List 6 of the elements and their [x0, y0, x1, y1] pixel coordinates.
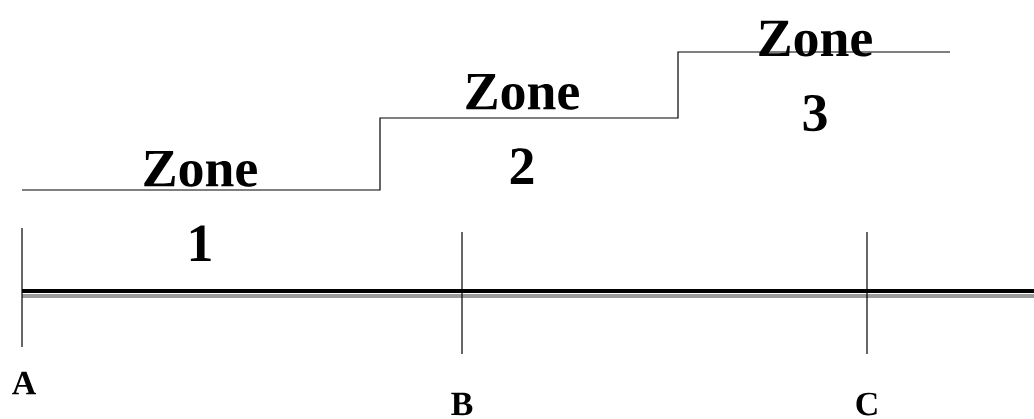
point-label: A	[12, 371, 36, 395]
zone-label: Zone 2	[466, 74, 579, 184]
zone-label: Zone 1	[144, 151, 257, 261]
point-label: C	[856, 392, 877, 416]
zone-label: Zone 3	[759, 20, 872, 132]
point-label: B	[451, 392, 473, 416]
